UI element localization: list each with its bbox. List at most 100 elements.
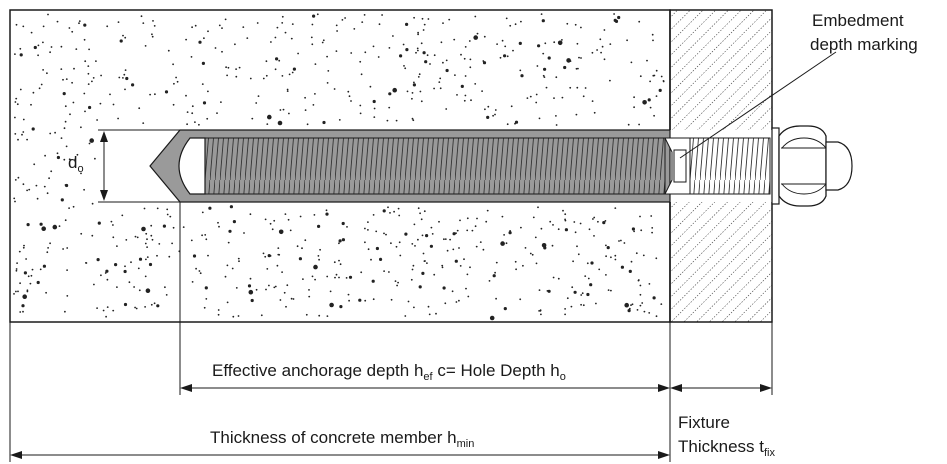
- aggregate-dot: [649, 80, 651, 83]
- aggregate-dot: [474, 83, 477, 85]
- aggregate-dot: [297, 52, 299, 55]
- aggregate-dot: [473, 35, 479, 40]
- aggregate-dot: [640, 229, 643, 232]
- aggregate-dot: [474, 225, 477, 228]
- aggregate-dot: [522, 264, 524, 267]
- aggregate-dot: [381, 14, 383, 16]
- aggregate-dot: [172, 103, 175, 106]
- aggregate-dot: [388, 106, 391, 109]
- aggregate-dot: [205, 298, 208, 300]
- aggregate-dot: [440, 41, 443, 44]
- aggregate-dot: [628, 269, 632, 273]
- aggregate-dot: [429, 244, 433, 248]
- aggregate-dot: [445, 59, 448, 62]
- aggregate-dot: [112, 224, 114, 226]
- aggregate-dot: [171, 242, 174, 245]
- aggregate-dot: [431, 233, 434, 235]
- aggregate-dot: [454, 74, 456, 76]
- aggregate-dot: [543, 67, 547, 71]
- aggregate-dot: [168, 255, 171, 258]
- aggregate-dot: [397, 207, 400, 210]
- aggregate-dot: [47, 247, 49, 249]
- aggregate-dot: [412, 264, 415, 267]
- aggregate-dot: [229, 205, 233, 209]
- aggregate-dot: [539, 310, 542, 312]
- aggregate-dot: [641, 302, 644, 304]
- aggregate-dot: [639, 284, 642, 287]
- aggregate-dot: [537, 44, 541, 48]
- aggregate-dot: [433, 54, 436, 57]
- aggregate-dot: [353, 28, 356, 30]
- aggregate-dot: [66, 247, 69, 249]
- aggregate-dot: [394, 280, 397, 282]
- aggregate-dot: [131, 83, 135, 87]
- aggregate-dot: [64, 120, 67, 123]
- aggregate-dot: [269, 222, 272, 225]
- aggregate-dot: [627, 309, 631, 313]
- aggregate-dot: [146, 246, 149, 249]
- aggregate-dot: [444, 238, 447, 241]
- aggregate-dot: [33, 163, 36, 166]
- aggregate-dot: [459, 219, 461, 222]
- aggregate-dot: [586, 292, 590, 297]
- aggregate-dot: [607, 289, 610, 291]
- aggregate-dot: [358, 298, 362, 302]
- aggregate-dot: [144, 242, 147, 245]
- aggregate-dot: [290, 37, 293, 40]
- aggregate-dot: [232, 315, 235, 318]
- aggregate-dot: [638, 20, 641, 23]
- aggregate-dot: [424, 60, 428, 64]
- aggregate-dot: [313, 214, 316, 216]
- aggregate-dot: [404, 67, 407, 70]
- aggregate-dot: [417, 238, 419, 241]
- aggregate-dot: [653, 114, 655, 117]
- aggregate-dot: [140, 15, 143, 18]
- aggregate-dot: [106, 278, 109, 281]
- aggregate-dot: [599, 38, 602, 41]
- aggregate-dot: [456, 94, 458, 96]
- aggregate-dot: [402, 43, 405, 46]
- aggregate-dot: [602, 221, 606, 225]
- aggregate-dot: [439, 87, 442, 90]
- aggregate-dot: [191, 112, 194, 115]
- aggregate-dot: [411, 97, 413, 100]
- aggregate-dot: [344, 17, 346, 19]
- aggregate-dot: [60, 198, 64, 202]
- aggregate-dot: [492, 274, 496, 278]
- aggregate-dot: [64, 184, 67, 186]
- aggregate-dot: [417, 31, 419, 34]
- aggregate-dot: [304, 96, 306, 99]
- aggregate-dot: [557, 40, 563, 46]
- aggregate-dot: [217, 221, 219, 224]
- aggregate-dot: [125, 76, 129, 81]
- aggregate-dot: [371, 279, 375, 283]
- aggregate-dot: [52, 224, 58, 230]
- aggregate-dot: [322, 120, 326, 125]
- aggregate-dot: [509, 24, 512, 27]
- aggregate-dot: [83, 188, 85, 191]
- rod-threaded-section: [204, 137, 666, 195]
- aggregate-dot: [311, 275, 314, 278]
- aggregate-dot: [21, 133, 23, 136]
- aggregate-dot: [150, 234, 153, 237]
- aggregate-dot: [46, 251, 49, 254]
- aggregate-dot: [138, 107, 141, 110]
- aggregate-dot: [326, 275, 329, 278]
- aggregate-dot: [162, 224, 166, 228]
- aggregate-dot: [49, 242, 51, 245]
- aggregate-dot: [566, 297, 569, 300]
- aggregate-dot: [591, 51, 594, 54]
- aggregate-dot: [651, 227, 654, 229]
- aggregate-dot: [466, 217, 469, 220]
- aggregate-dot: [620, 239, 622, 242]
- aggregate-dot: [592, 218, 594, 220]
- aggregate-dot: [486, 115, 490, 119]
- hex-nut: [778, 125, 827, 207]
- aggregate-dot: [33, 45, 37, 50]
- aggregate-dot: [268, 284, 270, 287]
- aggregate-dot: [623, 242, 626, 244]
- aggregate-dot: [655, 95, 658, 97]
- aggregate-dot: [453, 38, 456, 41]
- aggregate-dot: [151, 238, 154, 241]
